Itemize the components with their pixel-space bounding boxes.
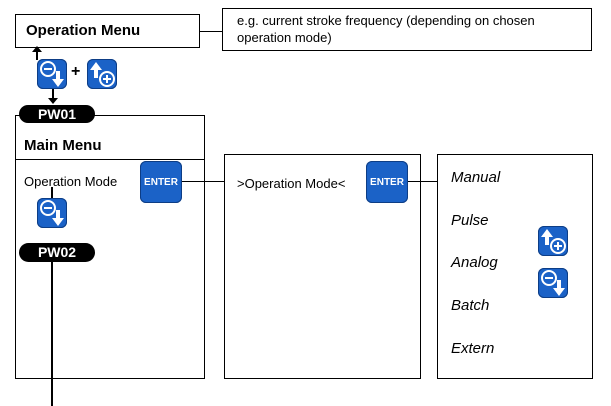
mode-analog[interactable]: Analog xyxy=(451,254,498,271)
arrow-up-to-operation-menu xyxy=(32,46,42,60)
main-menu-divider xyxy=(16,159,204,160)
note-box: e.g. current stroke frequency (depending… xyxy=(222,8,592,51)
mode-batch[interactable]: Batch xyxy=(451,297,490,314)
main-menu-title: Main Menu xyxy=(24,137,102,154)
mode-extern[interactable]: Extern xyxy=(451,340,495,357)
arrow-down-to-pw01 xyxy=(48,89,58,104)
combo-plus: + xyxy=(71,63,81,80)
pw02-exit-line xyxy=(51,262,53,406)
pw01-badge: PW01 xyxy=(19,105,95,123)
main-menu-box: Main Menu Operation Mode xyxy=(15,115,205,379)
operation-menu-title: Operation Menu xyxy=(26,22,141,39)
enter-button-submenu[interactable]: ENTER xyxy=(366,161,408,203)
modes-box xyxy=(437,154,593,379)
submenu-item-operation-mode[interactable]: >Operation Mode< xyxy=(237,176,346,191)
minus-down-key-icon[interactable] xyxy=(37,59,67,89)
up-plus-key-icon[interactable] xyxy=(87,59,117,89)
mode-pulse[interactable]: Pulse xyxy=(451,212,489,229)
minus-down-key-icon[interactable] xyxy=(538,268,568,298)
note-text: e.g. current stroke frequency (depending… xyxy=(237,13,535,45)
pw02-badge: PW02 xyxy=(19,243,95,262)
submenu-to-modes-connector xyxy=(408,181,437,182)
main-to-submenu-connector xyxy=(182,181,224,182)
minus-down-key-icon[interactable] xyxy=(37,198,67,228)
operation-menu-box: Operation Menu xyxy=(15,14,200,48)
up-plus-key-icon[interactable] xyxy=(538,226,568,256)
note-connector xyxy=(200,31,222,32)
item-to-key-connector xyxy=(51,187,53,198)
main-menu-item-operation-mode[interactable]: Operation Mode xyxy=(24,174,118,189)
enter-button-main-menu[interactable]: ENTER xyxy=(140,161,182,203)
mode-manual[interactable]: Manual xyxy=(451,169,501,186)
